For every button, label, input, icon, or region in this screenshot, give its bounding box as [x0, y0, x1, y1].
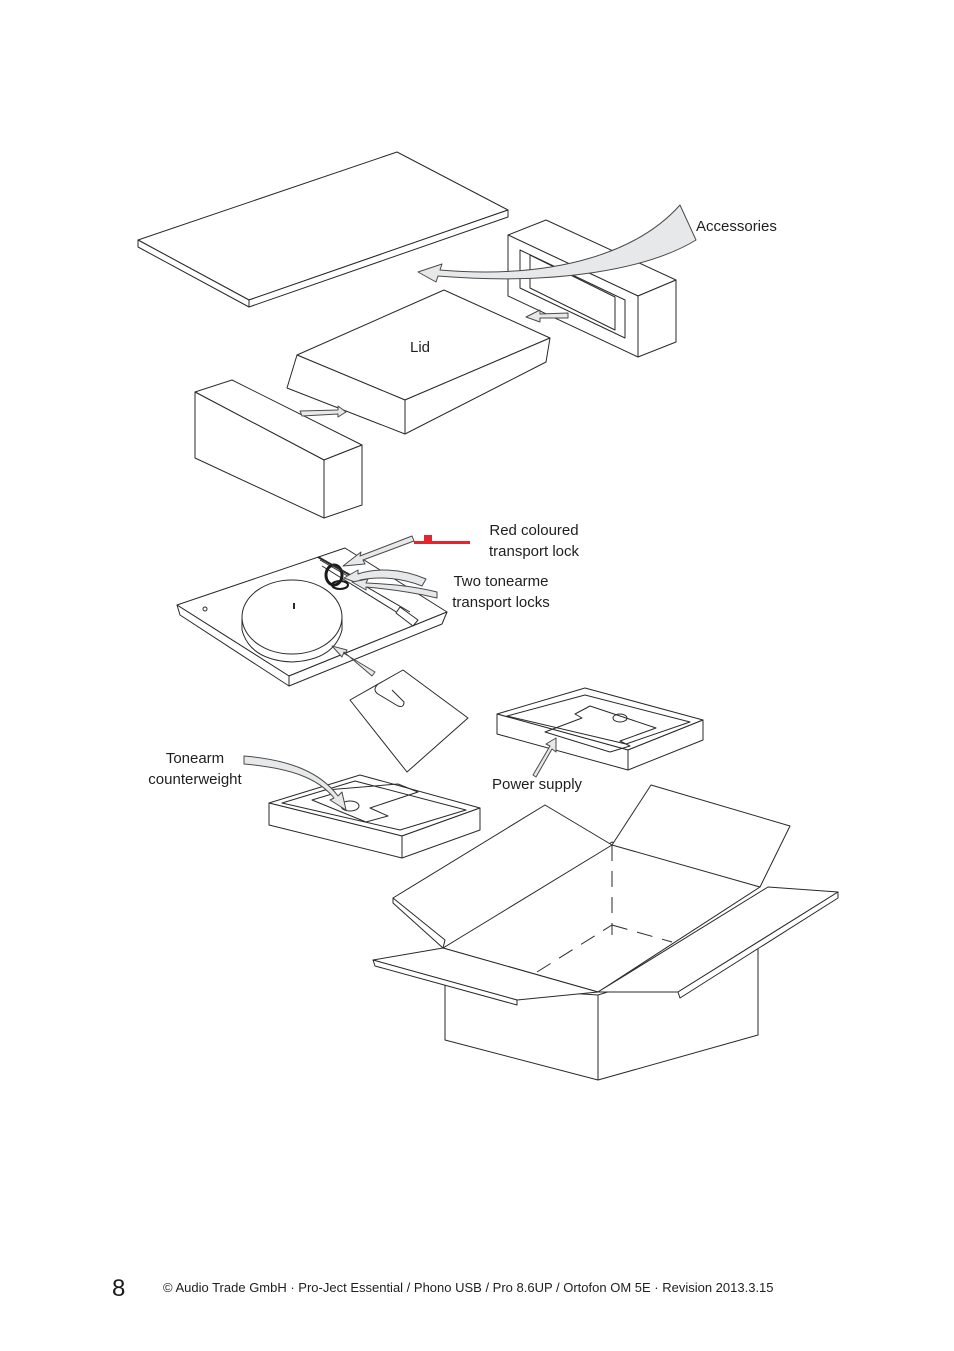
power-supply-arrow [532, 737, 557, 778]
counterweight-arrow [243, 755, 347, 811]
platter-foam-insert [331, 645, 469, 773]
label-tonearm-locks-line2: transport locks [452, 594, 550, 611]
shipping-box [372, 784, 839, 1081]
label-counterweight-line1: Tonearm [165, 750, 225, 767]
tonearm-lock-arrow-2 [351, 578, 438, 599]
counterweight-tray [243, 755, 481, 859]
label-red-lock-line2: transport lock [488, 543, 580, 560]
red-lock-arrow [342, 535, 415, 567]
page-number: 8 [112, 1275, 126, 1302]
label-power-supply: Power supply [492, 776, 583, 793]
block-insert-arrow [525, 309, 569, 323]
left-block-arrow [299, 405, 347, 418]
red-transport-lock-icon [414, 535, 470, 544]
label-accessories: Accessories [696, 218, 777, 235]
left-foam-block [194, 379, 363, 519]
label-tonearm-counterweight: Tonearm counterweight [140, 748, 250, 790]
label-tonearm-locks-line1: Two tonearme [453, 573, 549, 590]
turntable-plinth [176, 547, 448, 687]
label-red-transport-lock: Red coloured transport lock [478, 520, 590, 562]
label-red-lock-line1: Red coloured [489, 522, 579, 539]
lid-foam-tray [286, 289, 551, 435]
platter-icon [241, 579, 343, 655]
accessories-arrow [417, 204, 697, 283]
label-counterweight-line2: counterweight [148, 771, 242, 788]
label-lid: Lid [410, 339, 431, 356]
dust-cover-panel [137, 151, 509, 308]
tonearm-lock-arrow-1 [343, 569, 427, 587]
power-supply-tray [496, 687, 704, 778]
footer-copyright: © Audio Trade GmbH · Pro-Ject Essential … [163, 1280, 774, 1295]
label-tonearm-transport-locks: Two tonearme transport locks [442, 571, 560, 613]
platter-arrow [331, 645, 376, 677]
headshell-icon [395, 606, 419, 627]
